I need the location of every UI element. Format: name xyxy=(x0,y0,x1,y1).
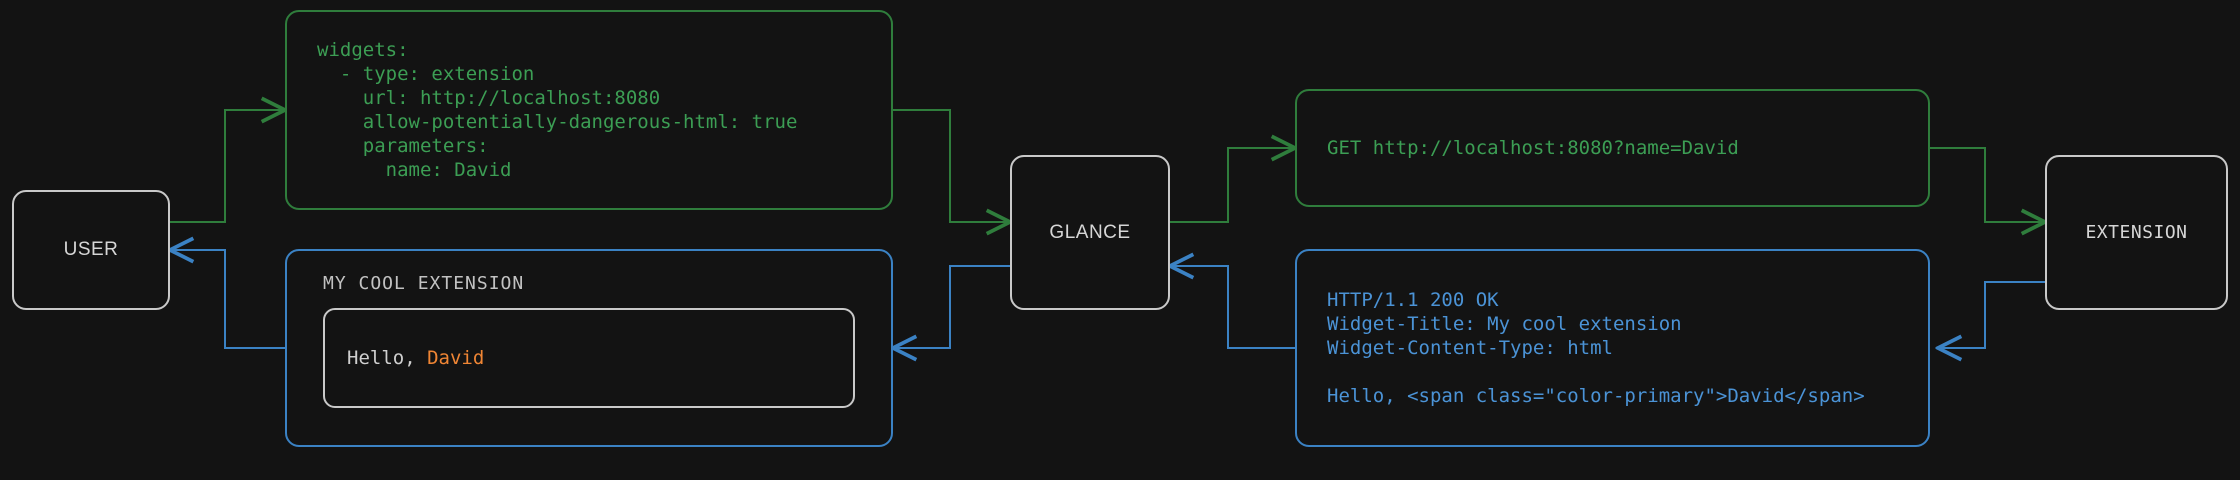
connector-response-to-glance xyxy=(1170,266,1295,349)
widget-preview-box: MY COOL EXTENSION Hello, David xyxy=(285,249,893,447)
config-line: name: David xyxy=(317,159,512,181)
request-line: GET http://localhost:8080?name=David xyxy=(1327,137,1739,159)
http-response-box: HTTP/1.1 200 OK Widget-Title: My cool ex… xyxy=(1295,249,1930,447)
widget-name-text: David xyxy=(427,347,485,369)
connector-config-to-glance xyxy=(893,109,1010,222)
config-line: widgets: xyxy=(317,39,409,61)
config-line: url: http://localhost:8080 xyxy=(317,87,661,109)
config-line: parameters: xyxy=(317,135,489,157)
node-extension[interactable]: EXTENSION xyxy=(2045,155,2228,310)
widget-title: MY COOL EXTENSION xyxy=(323,273,525,294)
http-request-box: GET http://localhost:8080?name=David xyxy=(1295,89,1930,207)
node-user-label: USER xyxy=(63,239,119,260)
connector-widget-to-user xyxy=(170,250,285,349)
connector-user-to-config xyxy=(170,110,285,223)
widget-content-frame: Hello, David xyxy=(323,308,855,408)
config-line: - type: extension xyxy=(317,63,535,85)
connector-glance-to-request xyxy=(1170,148,1295,223)
widget-greeting-text: Hello, xyxy=(347,347,428,369)
response-line: HTTP/1.1 200 OK xyxy=(1327,289,1499,311)
response-line: Widget-Content-Type: html xyxy=(1327,337,1613,359)
connector-glance-to-widget xyxy=(893,265,1010,348)
connector-extension-to-response xyxy=(1938,281,2045,348)
node-glance-label: GLANCE xyxy=(1049,221,1131,243)
node-glance[interactable]: GLANCE xyxy=(1010,155,1170,310)
connector-request-to-extension xyxy=(1930,147,2045,222)
response-line: Hello, <span class="color-primary">David… xyxy=(1327,385,1865,407)
config-yaml-box: widgets: - type: extension url: http://l… xyxy=(285,10,893,210)
response-line: Widget-Title: My cool extension xyxy=(1327,313,1682,335)
node-extension-label: EXTENSION xyxy=(2085,222,2188,243)
node-user[interactable]: USER xyxy=(12,190,170,310)
config-line: allow-potentially-dangerous-html: true xyxy=(317,111,798,133)
